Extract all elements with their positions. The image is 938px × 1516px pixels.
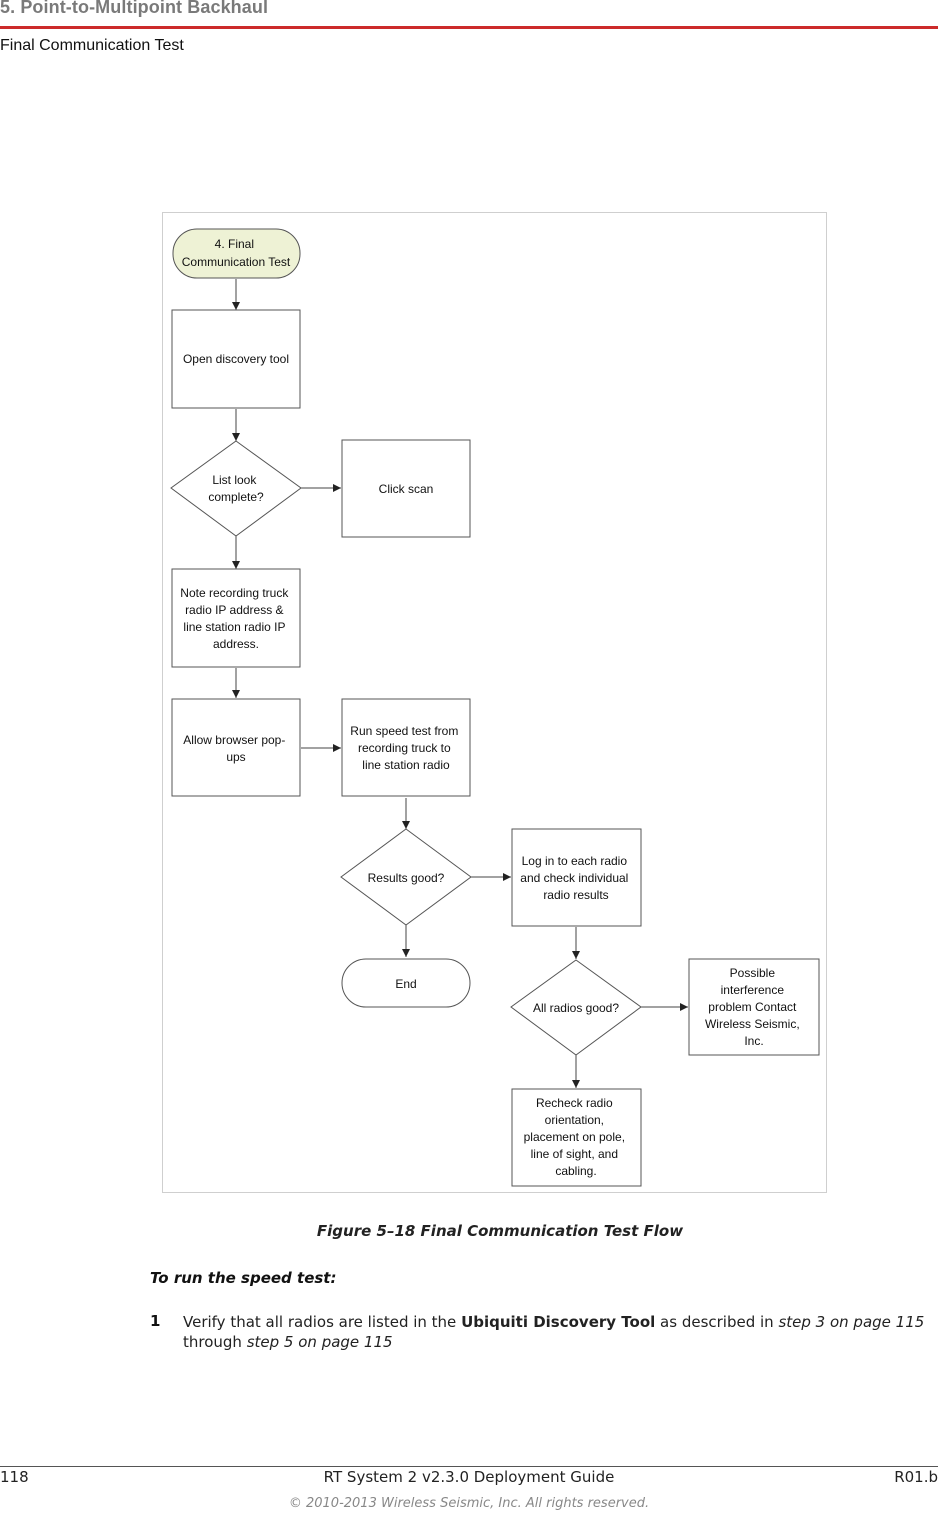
svg-text:List look complete?: List look complete?	[208, 473, 264, 504]
svg-text:Recheck radio orientat: Recheck radio orientation, placement on …	[524, 1096, 629, 1178]
results-good-decision: Results good?	[340, 828, 472, 926]
svg-text:All radios good?: All radios good?	[533, 1001, 619, 1015]
svg-text:4. Final Communication: 4. Final Communication Test	[182, 237, 291, 269]
note-ip-node: Note recording truck radio IP address & …	[171, 568, 301, 668]
step-ref-link[interactable]: step 3 on page 115	[778, 1313, 925, 1331]
recheck-radio-node: Recheck radio orientation, placement on …	[511, 1088, 642, 1187]
allow-popups-node: Allow browser pop- ups	[171, 698, 301, 797]
copyright-notice: © 2010-2013 Wireless Seismic, Inc. All r…	[288, 1496, 650, 1511]
svg-text:Allow browser pop- ups: Allow browser pop- ups	[183, 733, 288, 764]
step-text-through: through	[183, 1333, 247, 1351]
possible-interference-node: Possible interference problem Contact Wi…	[688, 958, 820, 1056]
step-text-mid: as described in	[655, 1313, 779, 1331]
footer-rule	[0, 1466, 938, 1467]
svg-text:End: End	[395, 977, 416, 991]
tool-name: Ubiquiti Discovery Tool	[461, 1313, 656, 1331]
svg-text:Open discovery tool: Open discovery tool	[183, 352, 289, 366]
figure-caption: Figure 5–18 Final Communication Test Flo…	[316, 1222, 684, 1240]
end-node: End	[341, 958, 471, 1008]
header-rule	[0, 26, 938, 29]
all-radios-good-decision: All radios good?	[510, 959, 642, 1056]
page-number: 118	[0, 1468, 29, 1486]
open-discovery-tool-node: Open discovery tool	[171, 309, 301, 409]
svg-text:Log in to each radio a: Log in to each radio and check individua…	[520, 854, 631, 902]
document-title: RT System 2 v2.3.0 Deployment Guide	[323, 1468, 615, 1486]
chapter-title: 5. Point-to-Multipoint Backhaul	[0, 0, 269, 17]
login-each-radio-node: Log in to each radio and check individua…	[511, 828, 642, 927]
flowchart-figure: 4. Final Communication Test Open discove…	[162, 212, 827, 1193]
revision: R01.b	[894, 1468, 938, 1486]
svg-text:Possible interference: Possible interference problem Contact Wi…	[705, 966, 803, 1048]
section-title: Final Communication Test	[0, 37, 184, 54]
svg-text:Note recording truck r: Note recording truck radio IP address & …	[180, 586, 291, 651]
svg-text:Click scan: Click scan	[379, 482, 434, 496]
list-look-complete-decision: List look complete?	[170, 440, 302, 537]
step-ref-link[interactable]: step 5 on page 115	[246, 1333, 393, 1351]
step-text-before: Verify that all radios are listed in the	[183, 1313, 462, 1331]
run-speed-test-node: Run speed test from recording truck to l…	[341, 698, 471, 797]
procedure-heading: To run the speed test:	[150, 1269, 337, 1287]
step-number: 1	[150, 1312, 161, 1330]
step-text: Verify that all radios are listed in the…	[183, 1312, 935, 1352]
svg-text:Run speed test from re: Run speed test from recording truck to l…	[350, 724, 461, 772]
start-node: 4. Final Communication Test	[172, 228, 301, 279]
svg-text:Results good?: Results good?	[368, 871, 445, 885]
click-scan-node: Click scan	[341, 439, 471, 538]
